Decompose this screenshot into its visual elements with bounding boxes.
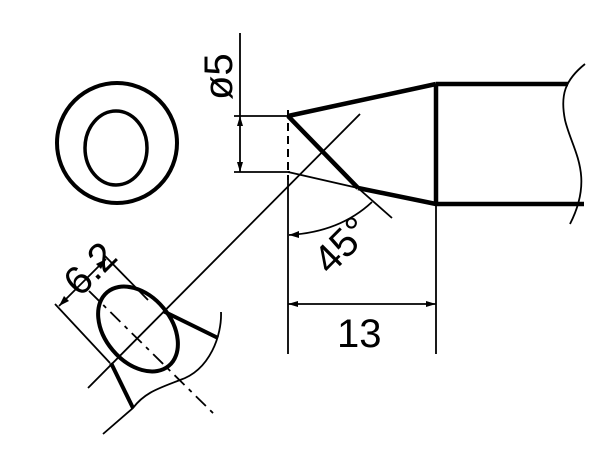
- angle-label: 45°: [305, 208, 379, 282]
- length-label: 13: [337, 312, 382, 356]
- end-view: [55, 81, 179, 205]
- angle-dimension: [288, 201, 373, 238]
- tip-side-view: [286, 63, 586, 225]
- diameter-label: ø5: [197, 53, 241, 100]
- axis-line: [87, 113, 361, 389]
- bevel-width-label: 6.2: [55, 234, 125, 304]
- diameter-dimension: [234, 33, 290, 173]
- length-dimension: [287, 180, 437, 354]
- bevel-face-view: [54, 254, 222, 435]
